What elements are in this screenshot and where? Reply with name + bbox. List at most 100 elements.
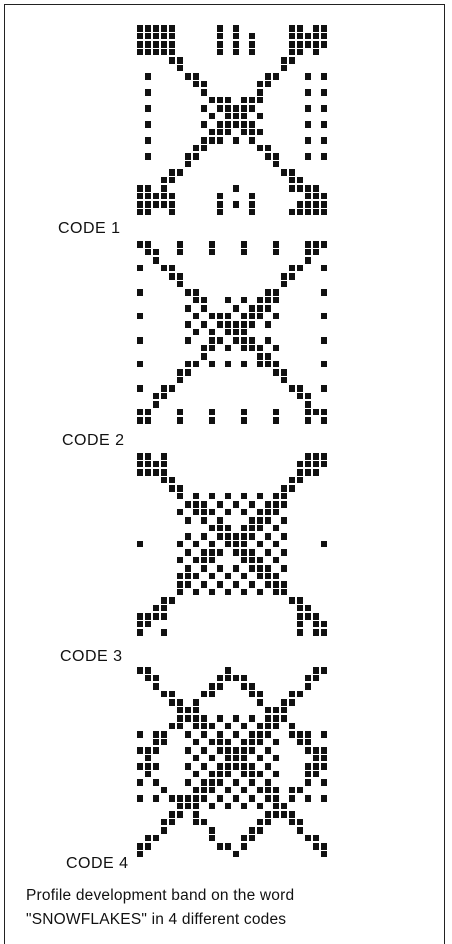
weave-cell: [265, 707, 271, 713]
weave-cell: [137, 795, 143, 802]
weave-cell: [321, 779, 327, 786]
weave-cell: [265, 723, 271, 729]
weave-cell: [169, 49, 175, 55]
weave-cell: [177, 281, 183, 287]
weave-cell: [305, 105, 311, 112]
weave-cell: [225, 129, 231, 135]
weave-cell: [217, 747, 223, 754]
weave-cell: [161, 49, 167, 55]
weave-cell: [241, 121, 247, 128]
weave-cell: [297, 613, 303, 620]
weave-cell: [209, 827, 215, 834]
weave-cell: [209, 779, 215, 786]
weave-cell: [289, 477, 295, 483]
weave-cell: [313, 209, 319, 215]
weave-cell: [153, 605, 159, 611]
weave-cell: [297, 385, 303, 392]
pattern-code-3: [136, 452, 328, 642]
weave-cell: [265, 353, 271, 360]
weave-cell: [273, 557, 279, 563]
weave-cell: [193, 297, 199, 303]
weave-cell: [137, 201, 143, 208]
weave-cell: [145, 105, 151, 112]
weave-cell: [169, 477, 175, 483]
weave-cell: [281, 549, 287, 556]
weave-cell: [153, 461, 159, 467]
weave-cell: [201, 715, 207, 722]
weave-cell: [225, 541, 231, 547]
weave-profile-svg: [136, 24, 328, 216]
weave-cell: [321, 89, 327, 96]
weave-cell: [273, 153, 279, 160]
weave-cell: [201, 557, 207, 563]
weave-cell: [249, 137, 255, 144]
weave-cell: [193, 509, 199, 515]
weave-cell: [217, 533, 223, 540]
weave-cell: [273, 787, 279, 793]
weave-cell: [217, 321, 223, 328]
weave-cell: [249, 337, 255, 344]
weave-cell: [321, 137, 327, 144]
weave-cell: [209, 723, 215, 729]
weave-cell: [201, 501, 207, 508]
weave-cell: [313, 621, 319, 627]
weave-cell: [137, 613, 143, 620]
weave-cell: [145, 763, 151, 770]
weave-cell: [153, 675, 159, 681]
weave-cell: [209, 417, 215, 424]
weave-cell: [169, 33, 175, 39]
weave-cell: [289, 597, 295, 604]
weave-cell: [193, 573, 199, 579]
weave-cell: [201, 509, 207, 515]
weave-cell: [161, 787, 167, 793]
weave-cell: [273, 509, 279, 515]
weave-cell: [137, 453, 143, 460]
weave-cell: [145, 417, 151, 424]
weave-cell: [201, 321, 207, 328]
weave-cell: [249, 533, 255, 540]
weave-cell: [169, 209, 175, 215]
weave-cell: [249, 313, 255, 319]
weave-cell: [281, 565, 287, 572]
weave-cell: [145, 835, 151, 841]
weave-cell: [289, 273, 295, 280]
weave-cell: [185, 305, 191, 312]
weave-cell: [177, 409, 183, 415]
weave-cell: [321, 409, 327, 415]
weave-cell: [193, 289, 199, 296]
weave-cell: [233, 715, 239, 722]
weave-cell: [321, 763, 327, 770]
weave-cell: [233, 763, 239, 770]
weave-cell: [265, 153, 271, 160]
weave-cell: [313, 771, 319, 777]
weave-cell: [273, 723, 279, 729]
pattern-code-4: [136, 666, 328, 860]
weave-cell: [153, 739, 159, 745]
weave-cell: [193, 795, 199, 802]
weave-cell: [225, 525, 231, 531]
weave-cell: [297, 597, 303, 604]
weave-cell: [273, 161, 279, 167]
weave-cell: [321, 731, 327, 738]
weave-cell: [137, 193, 143, 199]
weave-cell: [265, 533, 271, 540]
weave-cell: [297, 731, 303, 738]
weave-cell: [169, 795, 175, 802]
weave-cell: [225, 329, 231, 335]
weave-cell: [281, 281, 287, 287]
weave-cell: [193, 145, 199, 151]
weave-cell: [177, 169, 183, 176]
weave-cell: [177, 573, 183, 579]
weave-cell: [161, 827, 167, 834]
weave-cell: [225, 313, 231, 319]
weave-cell: [153, 41, 159, 48]
weave-cell: [257, 509, 263, 515]
weave-cell: [265, 73, 271, 80]
weave-cell: [257, 589, 263, 595]
weave-cell: [137, 33, 143, 39]
weave-cell: [225, 771, 231, 777]
weave-cell: [281, 803, 287, 809]
weave-cell: [217, 795, 223, 802]
weave-cell: [297, 393, 303, 399]
weave-cell: [177, 65, 183, 71]
